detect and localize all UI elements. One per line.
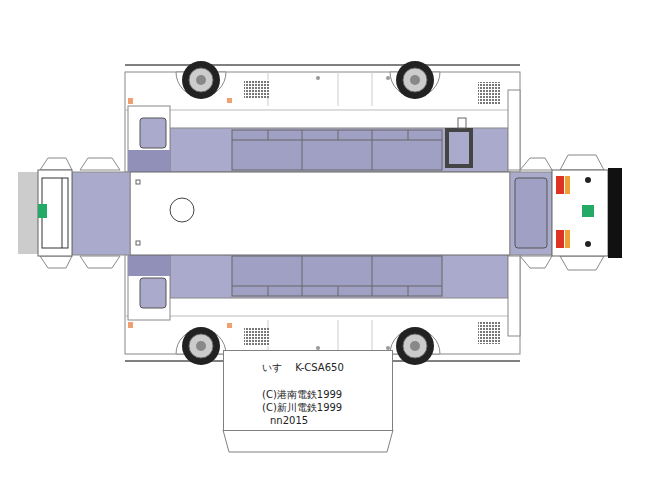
credit-text: (C)港南電鉄1999 [262,389,342,401]
model-name: いすゞ K-CSA650 [262,362,344,374]
credit-text: (C)新川電鉄1999 [262,402,342,414]
credit-text: nn2015 [270,415,308,427]
label-panel: いすゞ K-CSA650 (C)港南電鉄1999(C)新川電鉄1999nn2015 [223,350,393,431]
